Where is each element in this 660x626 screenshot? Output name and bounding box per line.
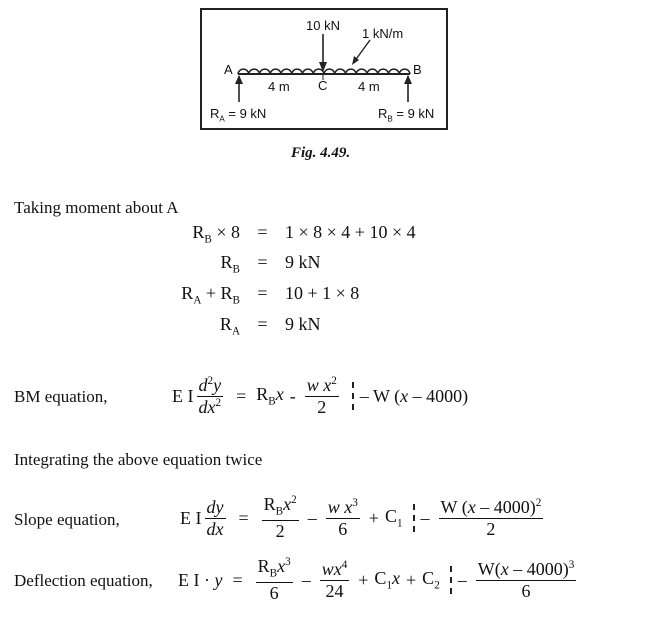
udl-arcs: [237, 68, 411, 75]
udl-label: 1 kN/m: [362, 26, 404, 41]
slope-label: Slope equation,: [14, 510, 120, 529]
equation-3: RA + RB = 10 + 1 × 8: [181, 283, 360, 307]
moment-intro: Taking moment about A: [14, 198, 179, 217]
span-left-label: 4 m: [268, 79, 290, 94]
deflection-label: Deflection equation,: [14, 571, 153, 590]
equation-2: RB = 9 kN: [220, 252, 321, 276]
beam-diagram: [235, 34, 412, 102]
figure-caption: Fig. 4.49.: [291, 145, 351, 161]
integrate-intro: Integrating the above equation twice: [14, 450, 263, 469]
equation-1: RB × 8 = 1 × 8 × 4 + 10 × 4: [192, 222, 416, 246]
bm-label: BM equation,: [14, 387, 108, 406]
span-right-label: 4 m: [358, 79, 380, 94]
figure-box: 10 kN 1 kN/m A B C 4 m 4 m RA = 9 kN RB …: [200, 8, 448, 130]
reaction-b-label: RB = 9 kN: [378, 106, 435, 124]
reaction-a-label: RA = 9 kN: [210, 106, 267, 124]
point-b-label: B: [413, 62, 422, 77]
point-c-label: C: [318, 78, 328, 93]
point-load-label: 10 kN: [306, 18, 340, 33]
point-a-label: A: [224, 62, 233, 77]
equation-4: RA = 9 kN: [219, 314, 321, 338]
